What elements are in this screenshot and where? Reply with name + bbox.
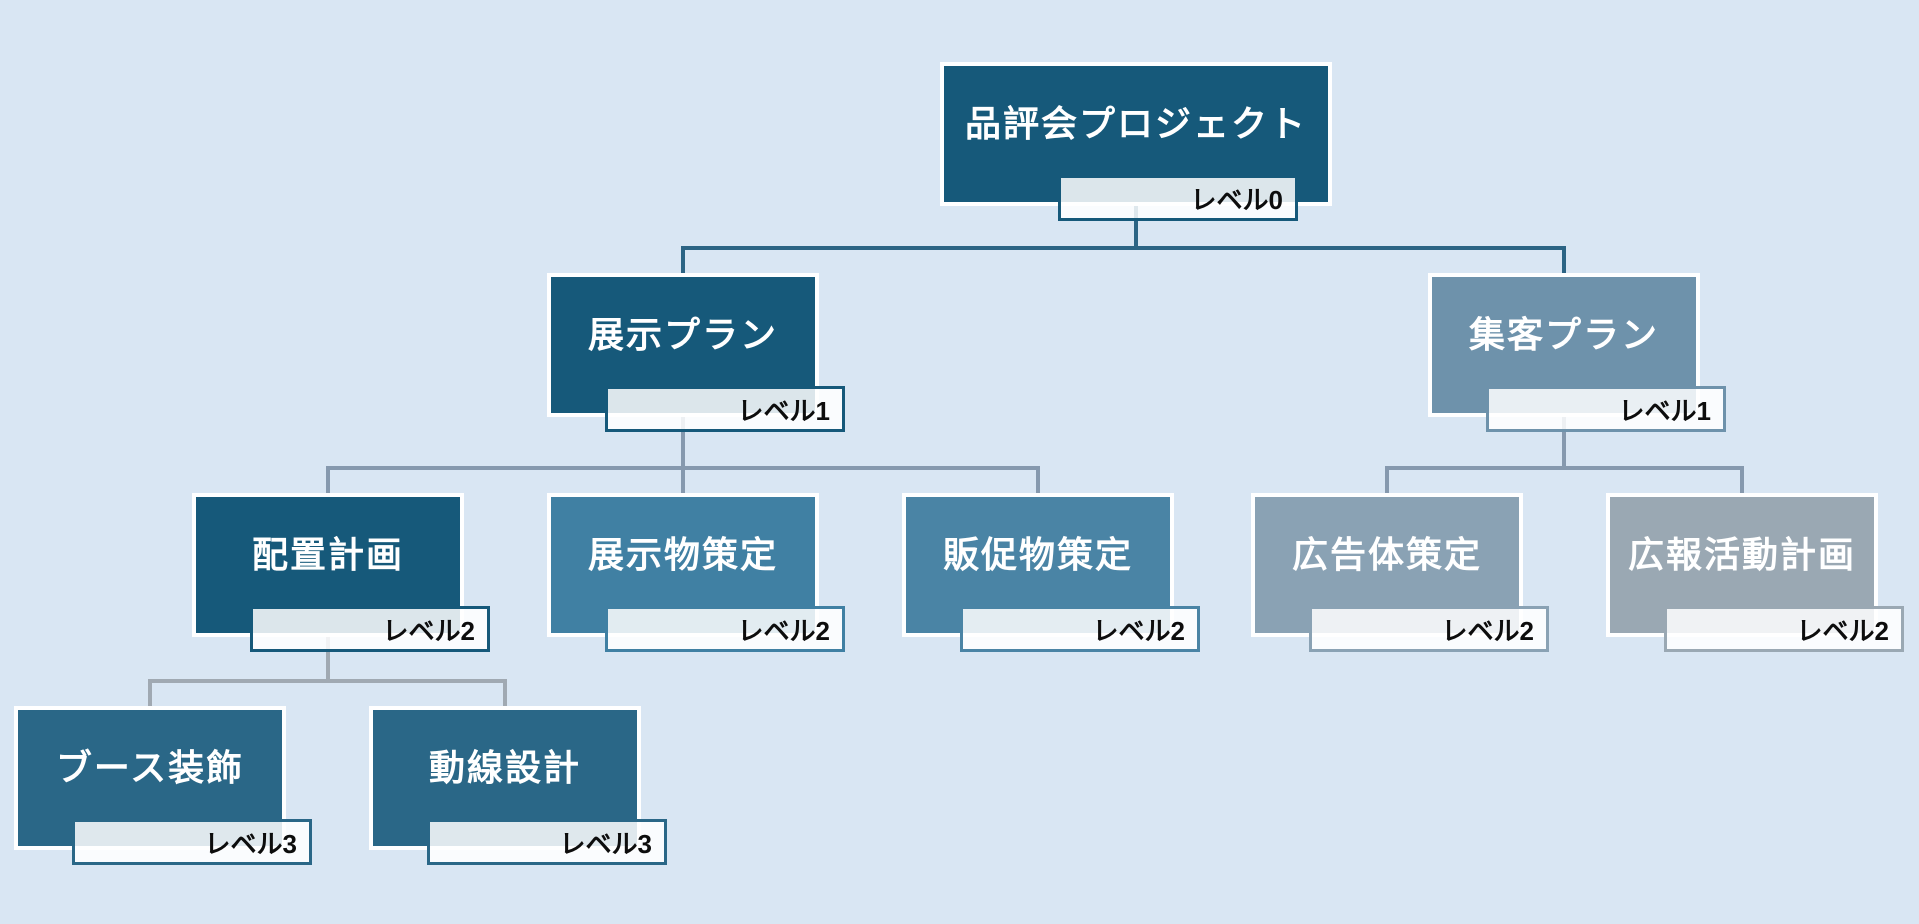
wbs-node-attract-plan[interactable]: 集客プラン レベル1 bbox=[1432, 277, 1726, 432]
wbs-node-ad-media[interactable]: 広告体策定 レベル2 bbox=[1255, 497, 1549, 652]
connector-segment bbox=[148, 679, 507, 683]
wbs-level-tab: レベル3 bbox=[72, 819, 312, 865]
wbs-node-promo-items[interactable]: 販促物策定 レベル2 bbox=[906, 497, 1200, 652]
wbs-level-label: レベル2 bbox=[737, 615, 830, 646]
wbs-level-tab: レベル0 bbox=[1058, 175, 1298, 221]
connector-segment bbox=[1385, 470, 1389, 493]
wbs-level-tab: レベル2 bbox=[1664, 606, 1904, 652]
wbs-node-title: 品評会プロジェクト bbox=[964, 102, 1307, 144]
wbs-node-title: ブース装飾 bbox=[55, 746, 245, 788]
wbs-level-label: レベル2 bbox=[1796, 615, 1889, 646]
wbs-node-title: 広報活動計画 bbox=[1627, 533, 1856, 575]
wbs-level-tab: レベル3 bbox=[427, 819, 667, 865]
wbs-node-title: 広告体策定 bbox=[1291, 533, 1482, 575]
wbs-level-tab: レベル2 bbox=[960, 606, 1200, 652]
wbs-node-flow-design[interactable]: 動線設計 レベル3 bbox=[373, 710, 667, 865]
wbs-level-tab: レベル2 bbox=[1309, 606, 1549, 652]
wbs-level-tab: レベル2 bbox=[250, 606, 490, 652]
wbs-node-title: 展示プラン bbox=[587, 313, 778, 355]
wbs-node-title: 販促物策定 bbox=[942, 533, 1133, 575]
wbs-level-label: レベル3 bbox=[559, 828, 652, 859]
wbs-level-tab: レベル1 bbox=[605, 386, 845, 432]
wbs-node-booth-deco[interactable]: ブース装飾 レベル3 bbox=[18, 710, 312, 865]
wbs-level-tab: レベル1 bbox=[1486, 386, 1726, 432]
connector-segment bbox=[1385, 466, 1744, 470]
connector-segment bbox=[681, 250, 685, 273]
wbs-level-label: レベル1 bbox=[737, 395, 830, 426]
connector-segment bbox=[326, 637, 330, 679]
connector-segment bbox=[681, 417, 685, 466]
wbs-level-label: レベル3 bbox=[204, 828, 297, 859]
wbs-level-label: レベル1 bbox=[1618, 395, 1711, 426]
connector-segment bbox=[681, 246, 1566, 250]
connector-segment bbox=[326, 470, 330, 493]
wbs-node-title: 集客プラン bbox=[1468, 313, 1659, 355]
connector-segment bbox=[1562, 250, 1566, 273]
wbs-node-exhibit-plan[interactable]: 展示プラン レベル1 bbox=[551, 277, 845, 432]
connector-segment bbox=[681, 470, 685, 493]
wbs-level-label: レベル0 bbox=[1190, 184, 1283, 215]
wbs-node-title: 展示物策定 bbox=[587, 533, 778, 575]
wbs-node-exhibit-items[interactable]: 展示物策定 レベル2 bbox=[551, 497, 845, 652]
wbs-level-tab: レベル2 bbox=[605, 606, 845, 652]
connector-segment bbox=[503, 683, 507, 706]
wbs-node-title: 配置計画 bbox=[251, 533, 404, 575]
connector-segment bbox=[326, 466, 1040, 470]
wbs-node-root[interactable]: 品評会プロジェクト レベル0 bbox=[944, 66, 1328, 221]
wbs-level-label: レベル2 bbox=[1441, 615, 1534, 646]
connector-segment bbox=[1134, 206, 1138, 246]
wbs-node-pr-plan[interactable]: 広報活動計画 レベル2 bbox=[1610, 497, 1904, 652]
wbs-node-title: 動線設計 bbox=[428, 746, 581, 788]
connector-segment bbox=[148, 683, 152, 706]
connector-segment bbox=[1740, 470, 1744, 493]
wbs-level-label: レベル2 bbox=[1092, 615, 1185, 646]
connector-segment bbox=[1562, 417, 1566, 466]
connector-segment bbox=[1036, 470, 1040, 493]
wbs-level-label: レベル2 bbox=[382, 615, 475, 646]
wbs-node-layout-plan[interactable]: 配置計画 レベル2 bbox=[196, 497, 490, 652]
